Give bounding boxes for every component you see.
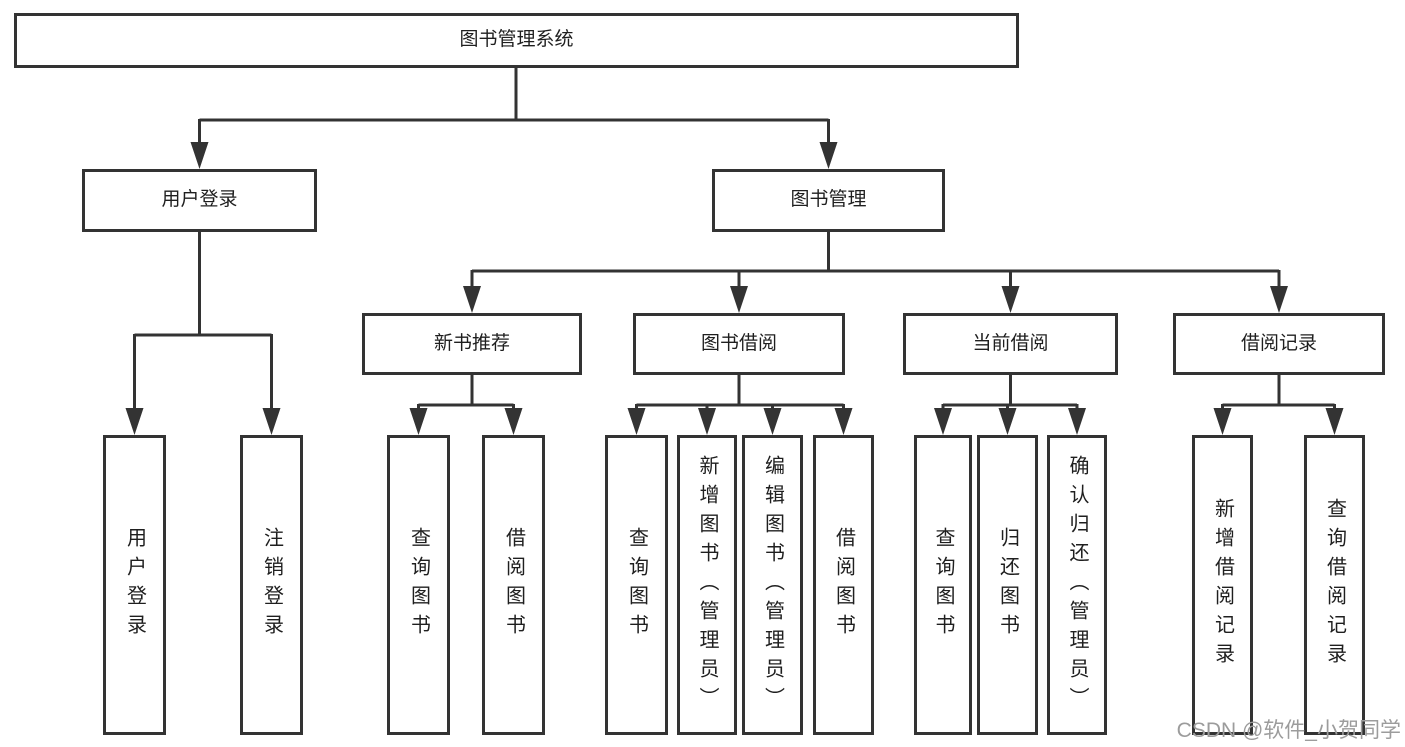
leaf-query-books-borrow: 查询图书 <box>605 435 668 735</box>
leaf-user-login: 用户登录 <box>103 435 166 735</box>
leaf-query-borrow-record: 查询借阅记录 <box>1304 435 1365 735</box>
leaf-query-books-current-label: 查询图书 <box>932 527 954 643</box>
leaf-logout: 注销登录 <box>240 435 303 735</box>
leaf-query-books-current: 查询图书 <box>914 435 972 735</box>
leaf-add-books-admin: 新增图书（管理员） <box>677 435 737 735</box>
node-book-management: 图书管理 <box>712 169 945 232</box>
node-borrowing-records: 借阅记录 <box>1173 313 1385 375</box>
leaf-query-books-recommend: 查询图书 <box>387 435 450 735</box>
connector-book-borrowing-children <box>627 375 853 435</box>
node-system-root-label: 图书管理系统 <box>459 29 574 51</box>
leaf-confirm-return-admin: 确认归还（管理员） <box>1047 435 1107 735</box>
leaf-confirm-return-admin-label: 确认归还（管理员） <box>1066 454 1088 716</box>
leaf-borrow-books-recommend: 借阅图书 <box>482 435 545 735</box>
leaf-add-borrow-record: 新增借阅记录 <box>1192 435 1253 735</box>
node-borrowing-records-label: 借阅记录 <box>1240 332 1317 354</box>
leaf-edit-books-admin-label: 编辑图书（管理员） <box>761 454 784 716</box>
node-system-root: 图书管理系统 <box>14 13 1019 68</box>
leaf-add-borrow-record-label: 新增借阅记录 <box>1211 498 1234 672</box>
leaf-add-books-admin-label: 新增图书（管理员） <box>696 454 718 716</box>
leaf-return-books-label: 归还图书 <box>996 527 1019 643</box>
node-current-borrowing-label: 当前借阅 <box>972 332 1049 354</box>
connector-new-book-children <box>409 375 523 435</box>
node-current-borrowing: 当前借阅 <box>903 313 1118 375</box>
leaf-logout-label: 注销登录 <box>260 527 283 643</box>
node-book-management-label: 图书管理 <box>790 189 867 211</box>
node-new-book-recommendation: 新书推荐 <box>362 313 582 375</box>
connector-borrowing-records-children <box>1213 375 1344 435</box>
connector-book-management-children <box>463 232 1288 313</box>
connector-root-to-level1 <box>190 68 838 169</box>
leaf-borrow-books-label: 借阅图书 <box>832 527 855 643</box>
leaf-edit-books-admin: 编辑图书（管理员） <box>742 435 803 735</box>
node-user-login: 用户登录 <box>82 169 317 232</box>
node-user-login-label: 用户登录 <box>161 189 238 211</box>
connector-user-login-children <box>125 232 281 435</box>
node-book-borrowing: 图书借阅 <box>633 313 845 375</box>
leaf-query-borrow-record-label: 查询借阅记录 <box>1323 498 1346 672</box>
node-book-borrowing-label: 图书借阅 <box>700 332 777 354</box>
leaf-user-login-label: 用户登录 <box>123 527 146 643</box>
node-new-book-recommendation-label: 新书推荐 <box>433 332 510 354</box>
connector-current-borrowing-children <box>934 375 1086 435</box>
watermark: CSDN @软件_小贺同学 <box>1176 719 1401 742</box>
leaf-query-books-borrow-label: 查询图书 <box>625 527 648 643</box>
leaf-borrow-books: 借阅图书 <box>813 435 874 735</box>
leaf-borrow-books-recommend-label: 借阅图书 <box>502 527 525 643</box>
leaf-query-books-recommend-label: 查询图书 <box>407 527 430 643</box>
leaf-return-books: 归还图书 <box>977 435 1038 735</box>
